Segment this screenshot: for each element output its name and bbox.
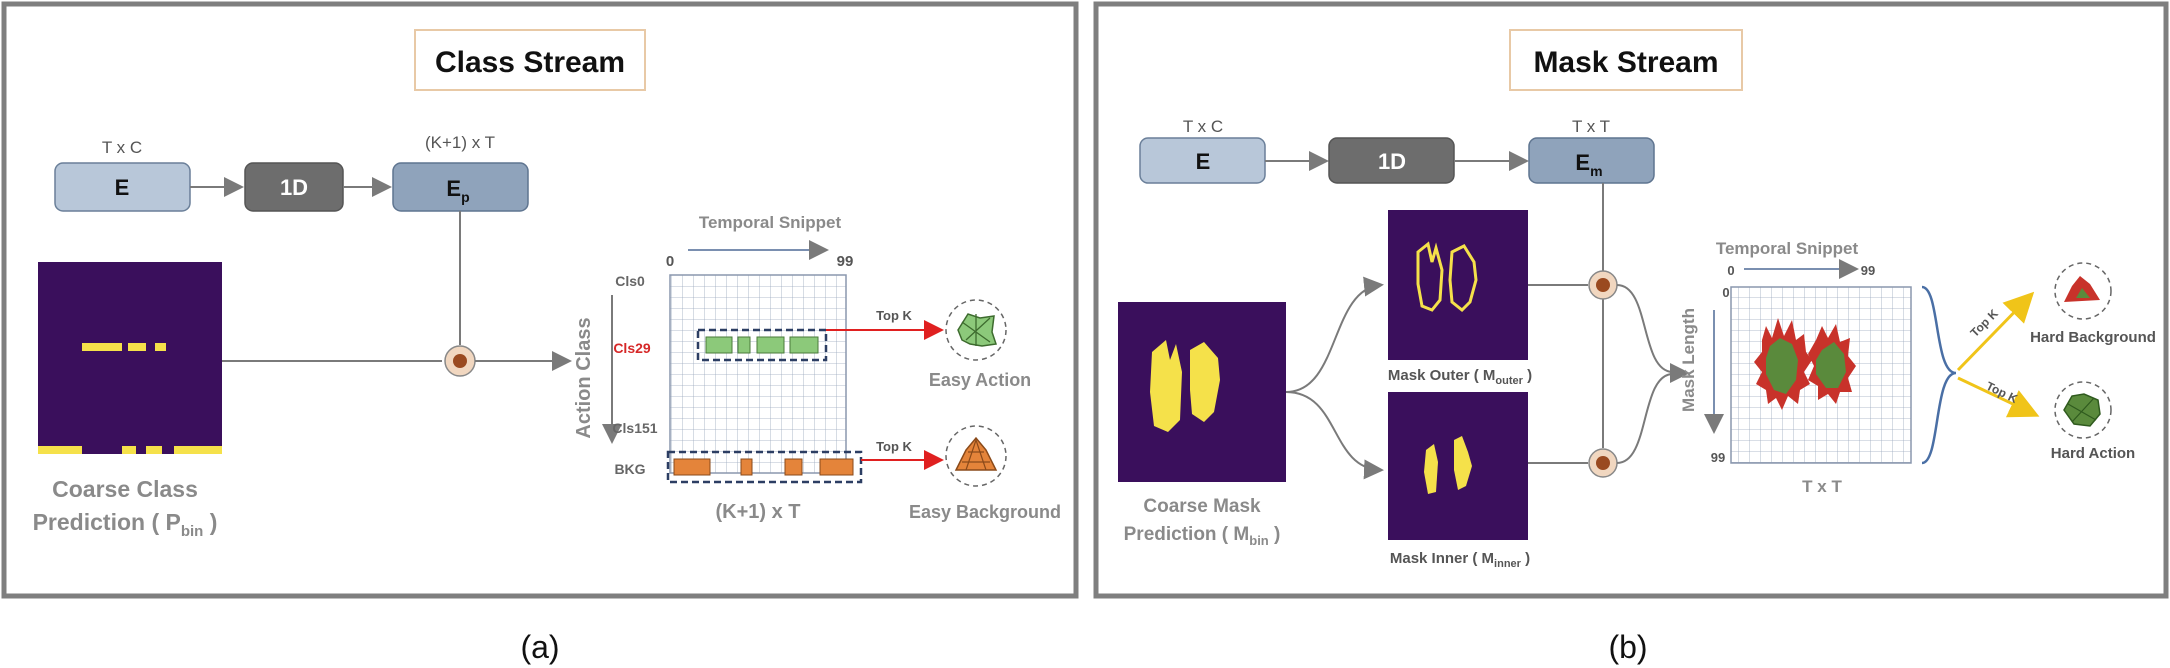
green-pile-lines [2067,397,2097,423]
yellow-arrow-up [1956,291,2035,372]
orange-cell [819,458,854,476]
easy-action-box [696,328,828,362]
green-cell [789,336,819,354]
easy-action-label: Easy Action [929,370,1031,390]
mask-length-label: Mask Length [1679,308,1698,412]
easy-background-box [666,450,863,484]
panel-b-title: Mask Stream [1533,46,1718,79]
axis-start: 0 [666,253,674,270]
panel-a-title: Class Stream [435,46,625,79]
axis-end: 99 [837,253,854,270]
mask-outline [1448,244,1478,313]
mask-outer-map [1388,210,1528,360]
block-e-b-label: E [1196,149,1211,174]
hard-action-label: Hard Action [2051,445,2135,462]
topk-label-1: Top K [876,308,912,323]
panel-b-border [1093,1,2169,599]
multiply-dot-inner [1596,456,1610,470]
block-ep-label: Ep [446,176,469,205]
class-grid [669,274,847,474]
temporal-snippet-b: Temporal Snippet [1716,239,1859,258]
yellow-arrow-down [1957,376,2040,418]
panel-class-stream: Class Stream T x C E 1D (K+1) x T Ep Coa… [1,1,1079,599]
grid-dims-label: (K+1) x T [715,501,800,523]
block-1d-b-label: 1D [1378,149,1406,174]
row-label-cls0: Cls0 [615,273,645,289]
x-axis-start: 0 [1727,263,1734,278]
y-axis-start: 0 [1722,285,1729,300]
panel-b-title-box [1509,29,1743,91]
easy-background-label: Easy Background [909,502,1061,522]
hard-background-label: Hard Background [2030,329,2156,346]
green-cell [756,336,785,354]
block-em-dims: T x T [1572,117,1610,136]
block-e-dims: T x C [102,138,142,157]
panel-a-title-box [414,29,646,91]
temporal-snippet-label: Temporal Snippet [699,213,842,232]
coarse-class-label-1: Coarse Class [52,476,198,502]
green-cell [737,336,751,354]
map-seg [128,343,146,351]
row-label-bkg: BKG [614,461,645,477]
inner-blob [1424,444,1438,494]
map-seg [146,446,162,454]
inner-blob [1454,436,1472,490]
orange-cell [784,458,803,476]
row-label-cls29: Cls29 [613,340,651,356]
y-axis-end: 99 [1711,450,1725,465]
orange-cell [673,458,711,476]
mask-blob [1190,342,1220,422]
panel-mask-stream: Mask Stream T x C E 1D T x T Em Coarse M… [1093,1,2169,599]
red-pile-core [2076,288,2090,298]
block-1d-label: 1D [280,175,308,200]
topk-label-2: Top K [876,439,912,454]
map-seg [38,446,82,454]
orange-pile-icon [954,436,998,471]
mask-blob [1150,340,1182,432]
caption-b: (b) [1608,629,1647,665]
hard-region-blobs [1754,318,1856,410]
row-label-cls151: Cls151 [612,420,657,436]
x-axis-end: 99 [1861,263,1875,278]
green-cluster-icon [957,313,997,347]
coarse-class-label-2: Prediction ( Pbin ) [33,509,218,540]
coarse-class-map [38,262,222,454]
block-em-label: Em [1575,150,1602,179]
branch-arrow-inner [1285,391,1384,480]
merge-curve-top [1616,284,1673,373]
block-em [1528,137,1655,184]
multiply-node-dot [453,354,467,368]
coarse-mask-label-1: Coarse Mask [1143,496,1261,517]
green-cell [705,336,733,354]
orange-cell [740,458,753,476]
brace [1921,285,1957,465]
map-seg [174,446,222,454]
map-seg [82,343,122,351]
grid-dims-b: T x T [1802,477,1842,496]
mask-outline [1416,241,1444,312]
action-class-label: Action Class [573,317,595,438]
coarse-mask-label-2: Prediction ( Mbin ) [1124,524,1281,548]
multiply-dot-outer [1596,278,1610,292]
map-seg [122,446,136,454]
mask-outer-label: Mask Outer ( Mouter ) [1388,367,1532,387]
mask-inner-label: Mask Inner ( Minner ) [1390,550,1530,570]
caption-a: (a) [520,629,559,665]
map-seg [155,343,166,351]
merge-curve-bottom [1616,373,1673,464]
block-e-label: E [115,175,130,200]
block-ep-dims: (K+1) x T [425,133,495,152]
block-e-dims-b: T x C [1183,117,1223,136]
branch-arrow-outer [1285,276,1384,393]
